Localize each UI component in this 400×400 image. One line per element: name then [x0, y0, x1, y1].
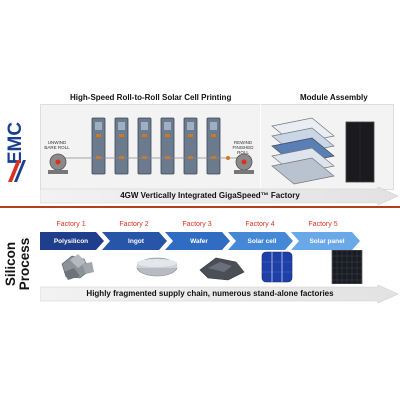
supply-chain-banner-text: Highly fragmented supply chain, numerous… [86, 289, 334, 298]
silicon-word: Silicon [3, 241, 18, 287]
gigaspeed-banner-text: 4GW Vertically Integrated GigaSpeed™ Fac… [120, 191, 300, 200]
roll-printing-machine [48, 117, 254, 175]
wafer-image [199, 257, 245, 281]
step-3-label: Wafer [190, 238, 208, 245]
step-2-label: Ingot [128, 238, 144, 245]
polysilicon-image [61, 254, 94, 280]
product-images [61, 250, 363, 284]
chevron-wafer [165, 232, 230, 250]
chevron-solar-panel [291, 232, 360, 250]
step-5-label: Solar panel [309, 238, 345, 245]
solar-panel-image [331, 250, 363, 284]
chevron-ingot [102, 232, 167, 250]
rewind-roll-icon [234, 153, 254, 174]
process-chevrons [40, 232, 360, 250]
gigaspeed-banner-arrow [40, 187, 398, 205]
unwind-label: UNWIND BARE ROLL [44, 140, 70, 150]
module-assembly-title: Module Assembly [300, 93, 368, 102]
process-word: Process [17, 237, 32, 291]
step-4-label: Solar cell [247, 238, 277, 245]
section-separator [0, 206, 400, 208]
ingot-image [136, 257, 178, 277]
chevron-polysilicon [40, 232, 104, 250]
rewind-label: REWIND FINISHED ROLL [232, 140, 254, 155]
unwind-roll-icon [48, 153, 68, 174]
printing-stations [91, 117, 221, 175]
step-1-label: Polysilicon [53, 238, 89, 245]
chevron-solar-cell [228, 232, 293, 250]
panel-divider [260, 104, 261, 188]
roll-printing-title: High-Speed Roll-to-Roll Solar Cell Print… [70, 93, 232, 102]
factory-4-label: Factory 4 [245, 221, 275, 228]
supply-chain-banner-arrow [40, 285, 398, 303]
module-assembly-illustration [271, 117, 375, 185]
silicon-process-title: Silicon Process [0, 224, 40, 304]
module-layers-icon [271, 117, 335, 185]
factory-1-label: Factory 1 [56, 221, 86, 228]
factory-2-label: Factory 2 [119, 221, 149, 228]
finished-module-icon [345, 121, 375, 183]
factory-5-label: Factory 5 [308, 221, 338, 228]
emc-logo-chevron-icon [8, 160, 26, 182]
solar-cell-image [261, 251, 293, 283]
factory-3-label: Factory 3 [182, 221, 212, 228]
